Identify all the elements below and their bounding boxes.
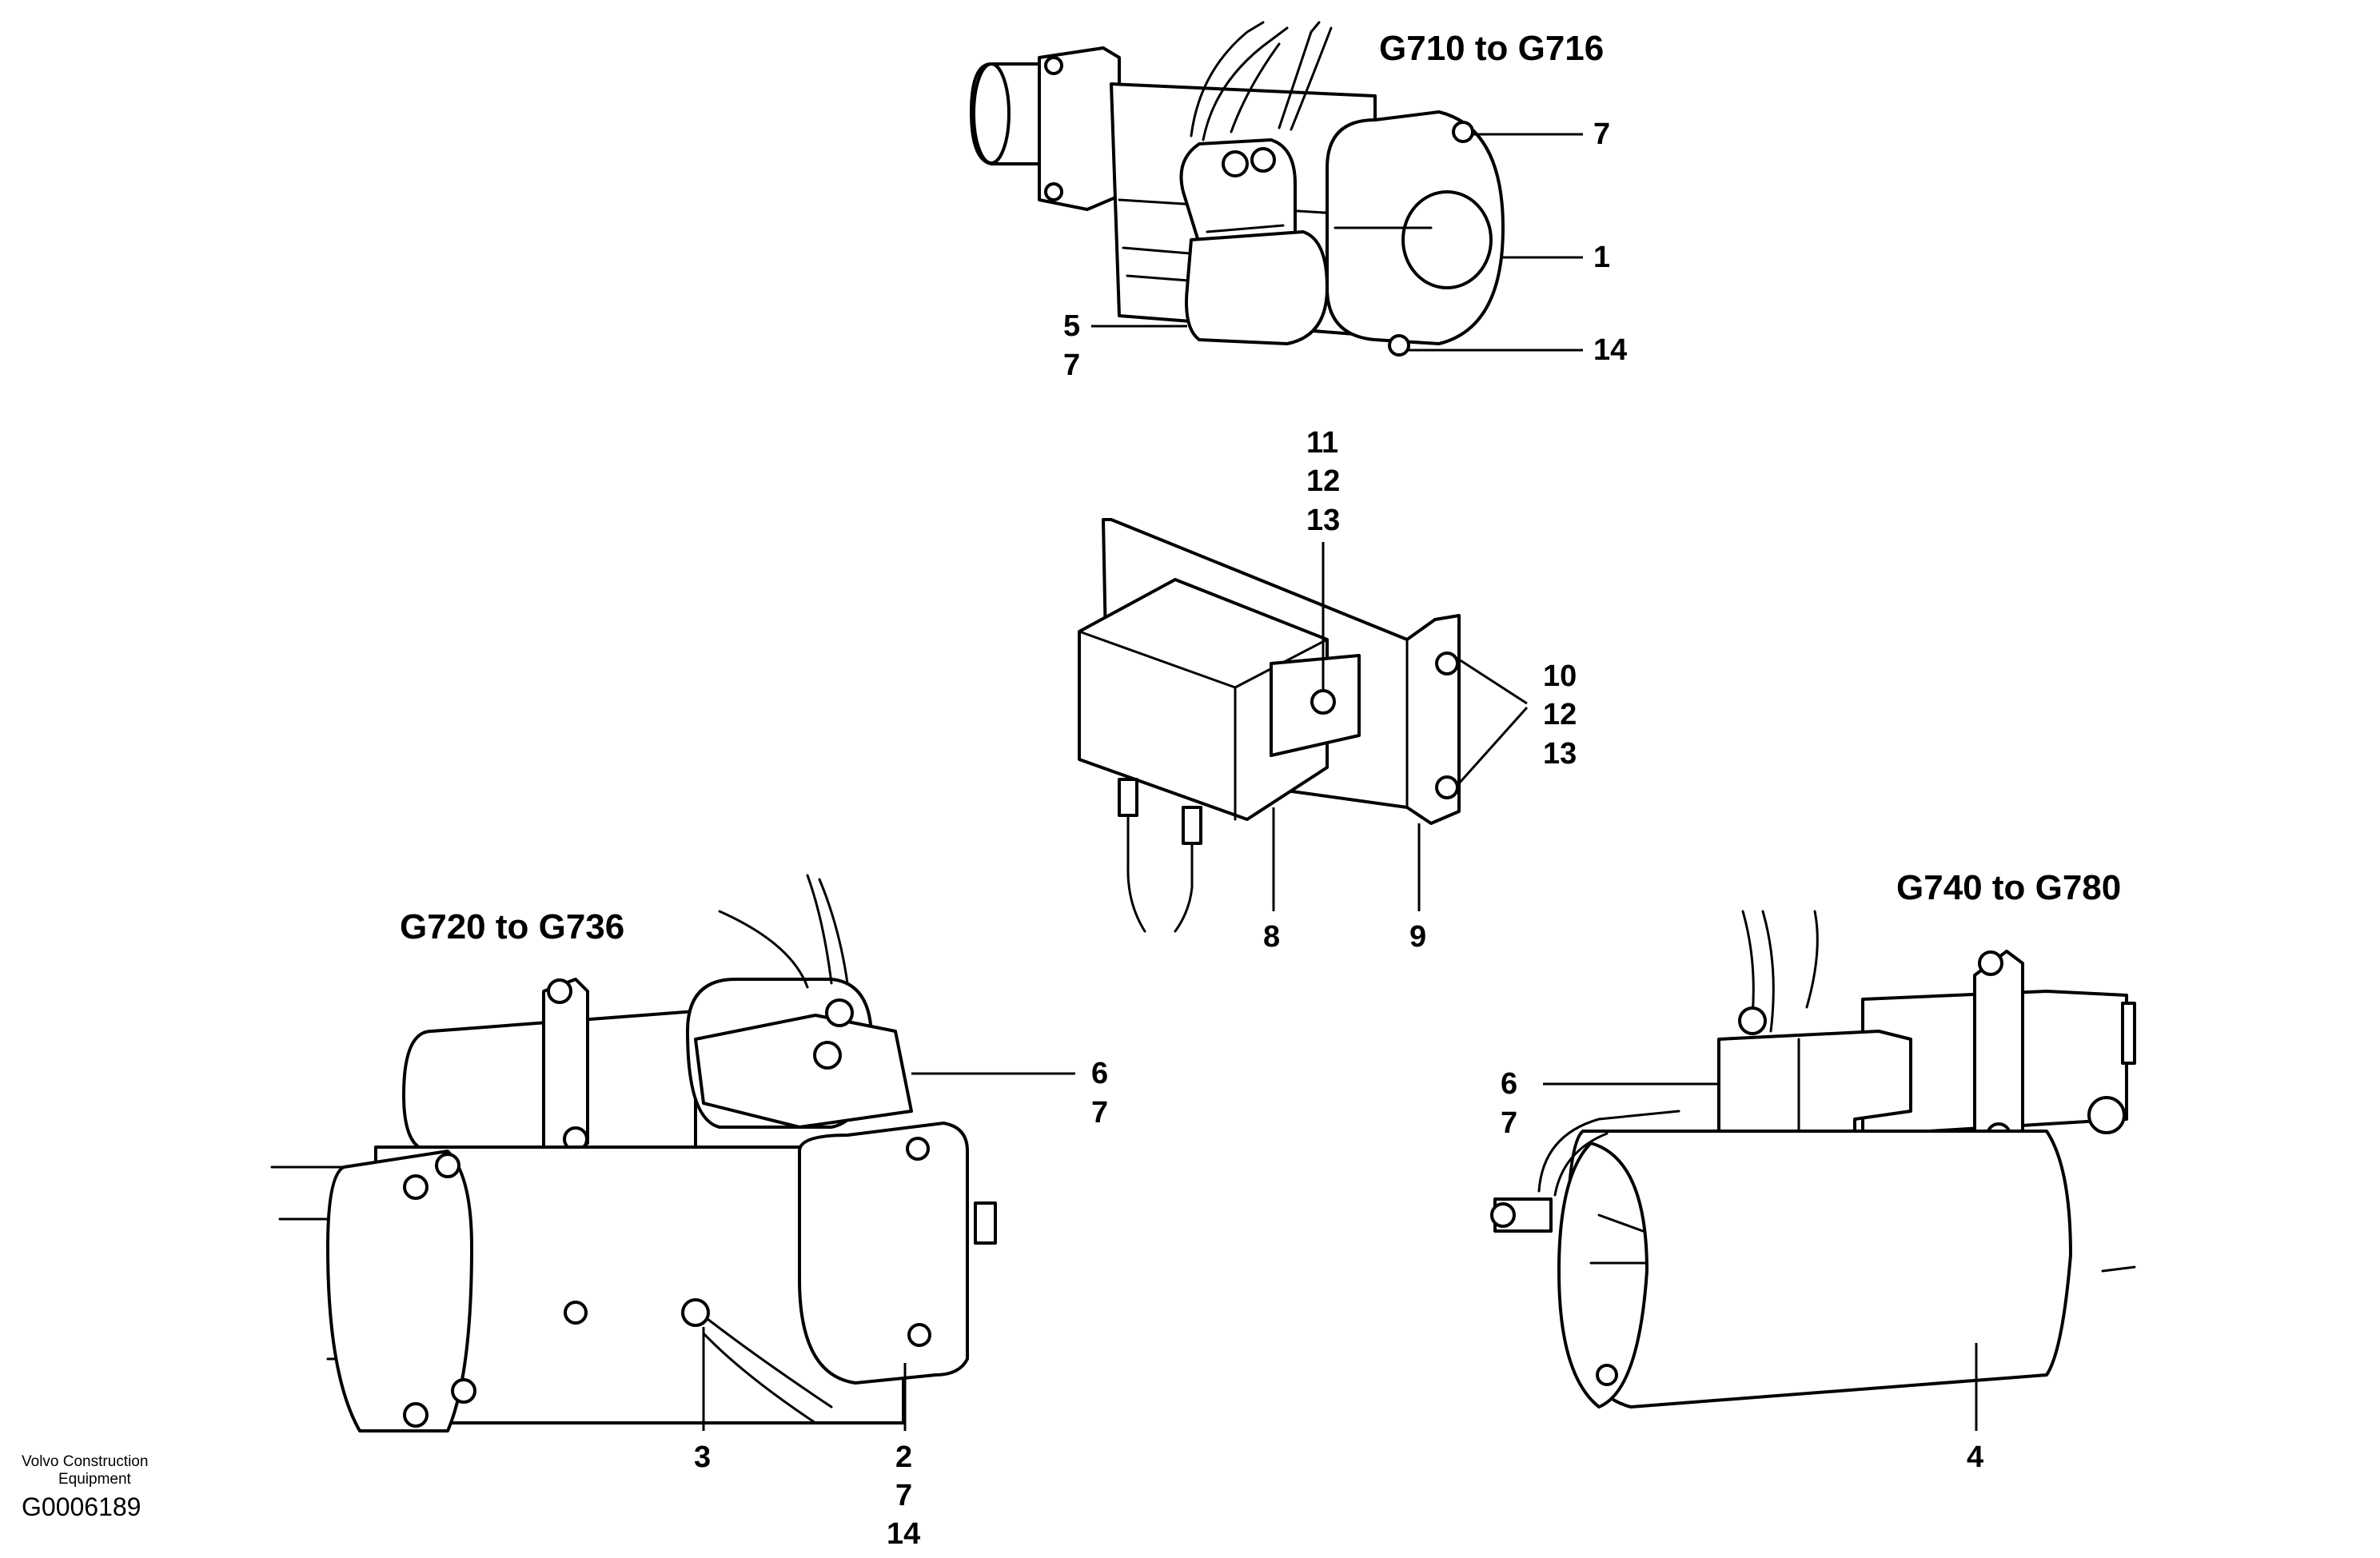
callout-label: 10 [1543,659,1577,693]
starter-motor-top [970,21,1505,357]
callout-label: 14 [887,1517,920,1551]
callout-label: 7 [1501,1106,1517,1140]
callout-label: 9 [1409,920,1426,954]
callout-label: 13 [1543,737,1577,771]
callout-label: 7 [1063,349,1080,382]
view-left-range-label: G720 to G736 [400,907,624,946]
callout-label: 6 [1501,1067,1517,1101]
callout-label: 8 [1263,920,1280,954]
callout-label: 14 [1593,333,1627,367]
callout-label: 6 [1091,1057,1108,1090]
callout-label: 2 [895,1440,912,1474]
callout-label: 5 [1063,309,1080,343]
callout-label: 3 [694,1440,711,1474]
view-right-range-label: G740 to G780 [1896,868,2121,907]
starter-motor-left [270,874,997,1432]
company-name-line1: Volvo Construction [22,1453,148,1470]
callout-label: 7 [895,1479,912,1512]
callout-label: 13 [1306,504,1340,537]
relay-bracket [1078,518,1461,933]
callout-label: 12 [1543,698,1577,731]
callout-label: 7 [1091,1096,1108,1130]
callout-label: 4 [1967,1440,1983,1474]
starter-motor-right [1490,910,2136,1409]
company-name-line2: Equipment [58,1471,132,1488]
callout-label: 1 [1593,241,1610,274]
callout-label: 11 [1306,426,1338,460]
callout-label: 12 [1306,464,1340,498]
view-top-range-label: G710 to G716 [1379,29,1604,68]
drawing-code: G0006189 [22,1492,141,1521]
callout-label: 7 [1593,118,1610,151]
